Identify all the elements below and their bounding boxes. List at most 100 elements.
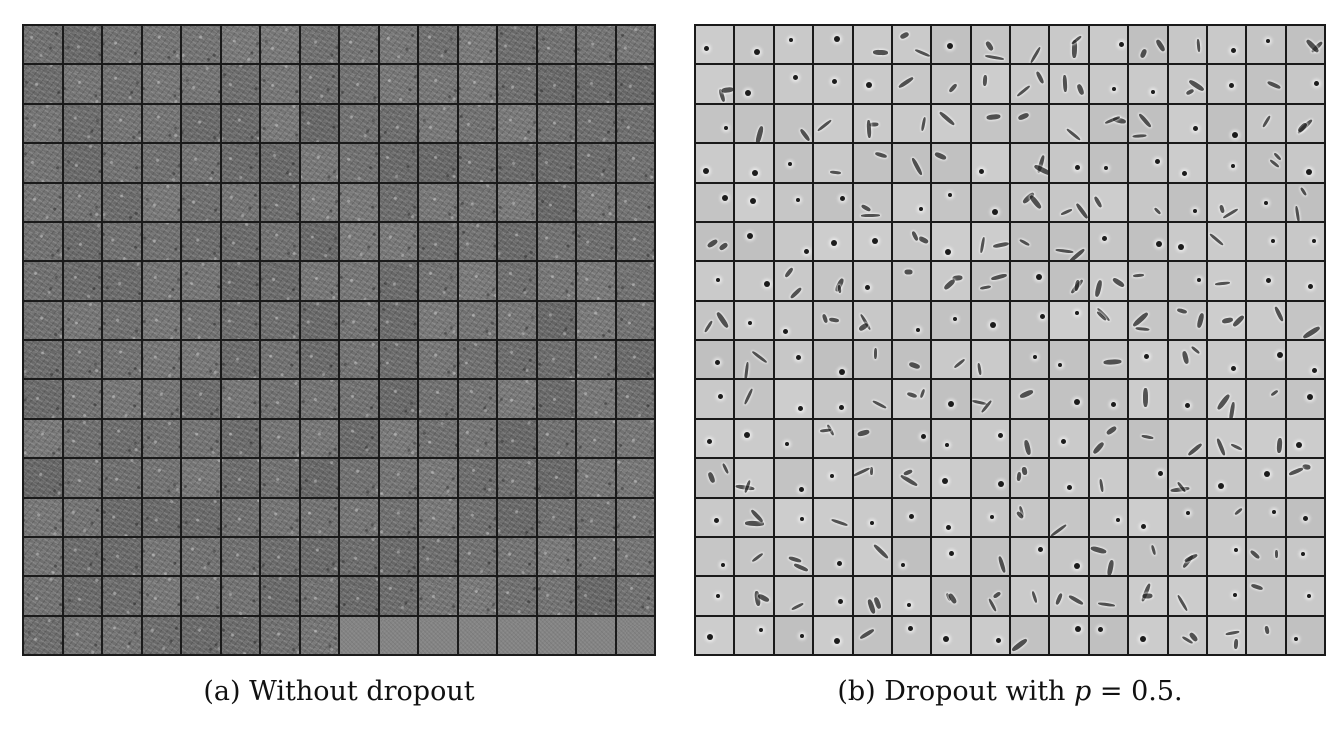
feature-spot bbox=[721, 195, 728, 202]
feature-stroke bbox=[703, 320, 714, 333]
feature-stroke bbox=[873, 49, 889, 55]
feature-tile bbox=[774, 616, 813, 654]
feature-stroke bbox=[866, 120, 872, 139]
feature-tile bbox=[221, 26, 259, 64]
feature-tile bbox=[261, 616, 299, 654]
feature-tile bbox=[142, 222, 180, 261]
feature-tile bbox=[103, 341, 141, 379]
feature-tile bbox=[774, 183, 813, 221]
feature-tile bbox=[1050, 222, 1088, 261]
feature-stroke bbox=[934, 151, 948, 162]
feature-tile bbox=[221, 537, 259, 576]
feature-tile bbox=[379, 537, 417, 576]
feature-tile bbox=[63, 26, 101, 64]
feature-tile bbox=[1050, 183, 1088, 221]
feature-tile bbox=[103, 537, 141, 576]
feature-tile bbox=[537, 65, 575, 103]
feature-tile bbox=[696, 341, 734, 379]
feature-tile bbox=[261, 65, 299, 103]
feature-tile bbox=[379, 301, 417, 339]
feature-tile bbox=[182, 222, 220, 261]
feature-spot bbox=[788, 37, 793, 42]
feature-spot bbox=[1184, 402, 1190, 408]
feature-spot bbox=[948, 192, 953, 197]
feature-stroke bbox=[784, 267, 795, 279]
feature-spot bbox=[788, 162, 793, 167]
feature-spot bbox=[703, 46, 709, 52]
feature-tile bbox=[419, 459, 457, 497]
feature-spot bbox=[830, 240, 837, 247]
feature-spot bbox=[1097, 626, 1103, 632]
feature-spot bbox=[724, 126, 729, 131]
feature-tile bbox=[498, 341, 536, 379]
feature-spot bbox=[832, 79, 838, 85]
feature-stroke bbox=[1139, 48, 1149, 59]
feature-tile bbox=[103, 419, 141, 458]
feature-spot bbox=[997, 433, 1003, 439]
feature-tile bbox=[182, 183, 220, 221]
feature-spot bbox=[715, 278, 720, 283]
feature-tile bbox=[63, 65, 101, 103]
feature-tile bbox=[498, 26, 536, 64]
feature-spot bbox=[1182, 171, 1188, 177]
feature-stroke bbox=[1033, 163, 1049, 177]
feature-stroke bbox=[914, 48, 930, 58]
feature-tile bbox=[696, 301, 734, 339]
feature-stroke bbox=[1018, 238, 1030, 247]
feature-tile bbox=[379, 65, 417, 103]
feature-tile bbox=[458, 537, 496, 576]
feature-tile bbox=[774, 459, 813, 497]
feature-tile bbox=[814, 144, 852, 182]
feature-tile bbox=[261, 459, 299, 497]
feature-tile bbox=[1089, 577, 1128, 615]
feature-tile bbox=[1089, 380, 1128, 418]
feature-spot bbox=[796, 198, 801, 203]
feature-tile bbox=[971, 222, 1009, 261]
feature-tile bbox=[63, 262, 101, 300]
feature-tile bbox=[419, 301, 457, 339]
feature-tile bbox=[1286, 222, 1324, 261]
feature-spot bbox=[1066, 485, 1072, 491]
feature-spot bbox=[720, 562, 725, 567]
feature-tile bbox=[853, 222, 891, 261]
feature-spot bbox=[743, 432, 750, 439]
feature-spot bbox=[1193, 126, 1199, 132]
feature-tile bbox=[1050, 498, 1088, 536]
feature-stroke bbox=[1228, 401, 1236, 418]
feature-tile bbox=[142, 26, 180, 64]
feature-stroke bbox=[874, 150, 888, 159]
feature-spot bbox=[946, 43, 953, 50]
feature-tile bbox=[1168, 616, 1206, 654]
feature-tile bbox=[814, 577, 852, 615]
feature-spot bbox=[1186, 511, 1191, 516]
feature-tile bbox=[814, 419, 852, 458]
feature-stroke bbox=[947, 592, 958, 605]
feature-tile bbox=[971, 262, 1009, 300]
feature-stroke bbox=[1097, 601, 1116, 607]
feature-spot bbox=[839, 405, 845, 411]
feature-tile bbox=[261, 537, 299, 576]
feature-tile bbox=[853, 301, 891, 339]
feature-tile bbox=[221, 498, 259, 536]
feature-tile bbox=[498, 222, 536, 261]
feature-tile bbox=[1286, 341, 1324, 379]
feature-spot bbox=[1306, 393, 1313, 400]
feature-tile bbox=[616, 262, 654, 300]
feature-tile bbox=[419, 104, 457, 143]
feature-tile bbox=[142, 616, 180, 654]
feature-spot bbox=[753, 49, 760, 56]
feature-tile bbox=[300, 222, 338, 261]
feature-tile bbox=[340, 104, 378, 143]
feature-tile bbox=[24, 26, 62, 64]
feature-stroke bbox=[1250, 583, 1264, 592]
feature-spot bbox=[1313, 81, 1319, 87]
feature-stroke bbox=[992, 590, 1002, 599]
feature-tile bbox=[498, 380, 536, 418]
feature-spot bbox=[908, 513, 914, 519]
feature-tile bbox=[735, 459, 773, 497]
feature-stroke bbox=[857, 428, 871, 437]
feature-tile bbox=[1129, 498, 1167, 536]
feature-tile bbox=[696, 380, 734, 418]
feature-stroke bbox=[942, 277, 956, 291]
feature-spot bbox=[1303, 516, 1309, 522]
